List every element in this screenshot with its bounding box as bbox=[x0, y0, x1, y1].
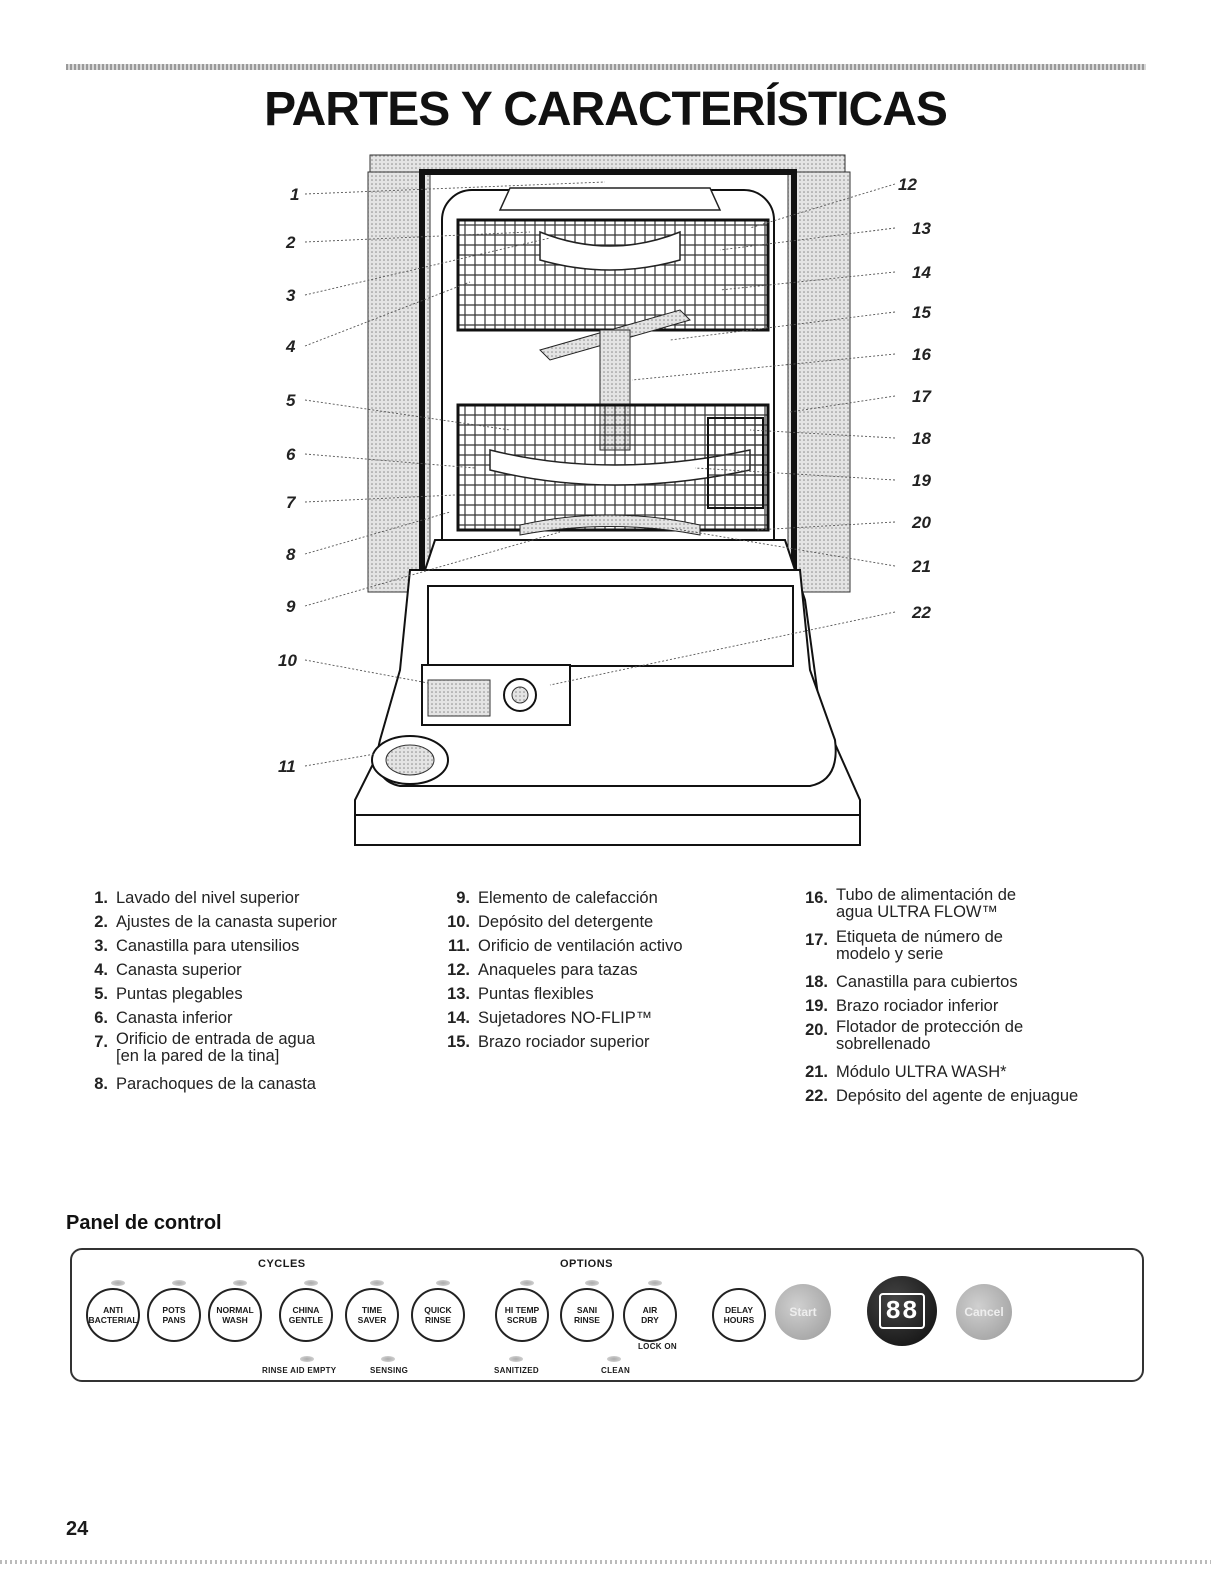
top-rule bbox=[66, 64, 1146, 70]
cycles-label: CYCLES bbox=[258, 1258, 306, 1270]
indicator-light bbox=[111, 1280, 125, 1286]
time-display: 88 bbox=[867, 1276, 937, 1346]
list-item: 8.Parachoques de la canasta bbox=[94, 1075, 316, 1093]
list-item: 11.Orificio de ventilación activo bbox=[447, 937, 683, 955]
callout-11: 11 bbox=[278, 757, 296, 776]
callout-4: 4 bbox=[285, 337, 296, 356]
list-item: 21.Módulo ULTRA WASH* bbox=[805, 1063, 1007, 1081]
indicator-light bbox=[381, 1356, 395, 1362]
list-item: 3.Canastilla para utensilios bbox=[94, 937, 300, 955]
callout-21: 21 bbox=[911, 557, 931, 576]
parts-list-column-1: 1.Lavado del nivel superior 2.Ajustes de… bbox=[78, 886, 398, 1096]
indicator-light bbox=[520, 1280, 534, 1286]
indicator-light bbox=[370, 1280, 384, 1286]
indicator-light bbox=[300, 1356, 314, 1362]
callout-10: 10 bbox=[278, 651, 297, 670]
lock-on-label: LOCK ON bbox=[638, 1342, 677, 1351]
list-item: 14.Sujetadores NO-FLIP™ bbox=[447, 1009, 653, 1027]
sanitized-label: SANITIZED bbox=[494, 1366, 539, 1375]
callout-16: 16 bbox=[912, 345, 931, 364]
callout-19: 19 bbox=[912, 471, 931, 490]
indicator-light bbox=[607, 1356, 621, 1362]
list-item: 5.Puntas plegables bbox=[94, 985, 243, 1003]
callout-22: 22 bbox=[911, 603, 931, 622]
callout-13: 13 bbox=[912, 219, 931, 238]
list-item: 1.Lavado del nivel superior bbox=[94, 889, 300, 907]
callout-2: 2 bbox=[285, 233, 296, 252]
list-item: 12.Anaqueles para tazas bbox=[447, 961, 638, 979]
list-item: 19.Brazo rociador inferior bbox=[805, 997, 999, 1015]
callout-9: 9 bbox=[286, 597, 296, 616]
indicator-light bbox=[233, 1280, 247, 1286]
callout-12: 12 bbox=[898, 175, 917, 194]
sensing-label: SENSING bbox=[370, 1366, 409, 1375]
list-item: 4.Canasta superior bbox=[94, 961, 242, 979]
list-item: 6.Canasta inferior bbox=[94, 1009, 233, 1027]
list-item: 15.Brazo rociador superior bbox=[447, 1033, 650, 1051]
callout-15: 15 bbox=[912, 303, 931, 322]
indicator-light bbox=[509, 1356, 523, 1362]
callout-3: 3 bbox=[286, 286, 296, 305]
list-item: 13.Puntas flexibles bbox=[447, 985, 594, 1003]
parts-list-column-2: 9.Elemento de calefacción 10.Depósito de… bbox=[440, 886, 760, 1054]
indicator-light bbox=[648, 1280, 662, 1286]
callout-1: 1 bbox=[290, 185, 299, 204]
list-item: 9.Elemento de calefacción bbox=[456, 889, 658, 907]
callout-14: 14 bbox=[912, 263, 931, 282]
bottom-rule bbox=[0, 1560, 1211, 1564]
callout-labels: 1 2 3 4 5 6 7 8 9 10 11 12 13 14 15 16 1… bbox=[278, 175, 932, 776]
start-button[interactable]: Start bbox=[775, 1284, 831, 1340]
dishwasher-diagram: 1 2 3 4 5 6 7 8 9 10 11 12 13 14 15 16 1… bbox=[278, 154, 932, 846]
options-label: OPTIONS bbox=[560, 1258, 614, 1270]
callout-8: 8 bbox=[286, 545, 296, 564]
list-item: 22.Depósito del agente de enjuague bbox=[805, 1087, 1079, 1105]
indicator-light bbox=[436, 1280, 450, 1286]
callout-20: 20 bbox=[911, 513, 931, 532]
list-item: 7.Orificio de entrada de agua[en la pare… bbox=[94, 1030, 316, 1065]
list-item: 10.Depósito del detergente bbox=[447, 913, 654, 931]
page-title: PARTES Y CARACTERÍSTICAS bbox=[264, 83, 948, 136]
cancel-button[interactable]: Cancel bbox=[956, 1284, 1012, 1340]
list-item: 2.Ajustes de la canasta superior bbox=[94, 913, 338, 931]
callout-6: 6 bbox=[286, 445, 296, 464]
callout-5: 5 bbox=[286, 391, 296, 410]
indicator-light bbox=[172, 1280, 186, 1286]
control-panel-heading: Panel de control bbox=[66, 1212, 222, 1234]
rinse-aid-empty-label: RINSE AID EMPTY bbox=[262, 1366, 337, 1375]
callout-18: 18 bbox=[912, 429, 931, 448]
list-item: 18.Canastilla para cubiertos bbox=[805, 973, 1018, 991]
clean-label: CLEAN bbox=[601, 1366, 631, 1375]
callout-17: 17 bbox=[912, 387, 932, 406]
indicator-light bbox=[585, 1280, 599, 1286]
callout-7: 7 bbox=[286, 493, 297, 512]
indicator-light bbox=[304, 1280, 318, 1286]
page-number: 24 bbox=[66, 1518, 89, 1540]
